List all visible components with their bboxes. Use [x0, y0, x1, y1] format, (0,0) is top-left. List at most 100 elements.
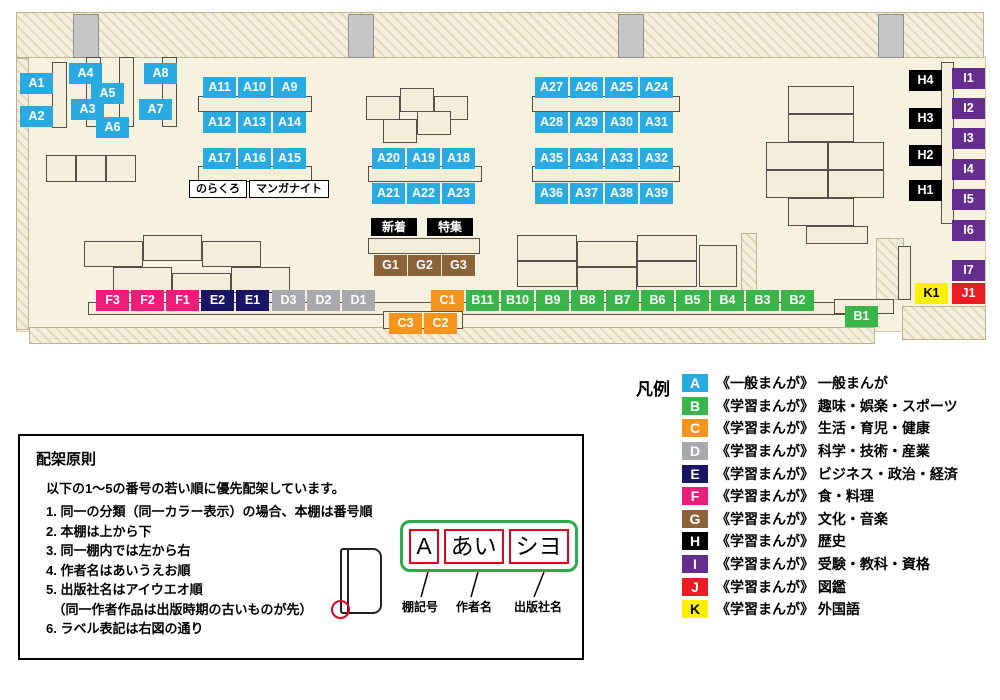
shelf-rect	[400, 88, 434, 112]
shelf-badge-a36: A36	[535, 183, 568, 204]
shelf-badge-i5: I5	[952, 189, 985, 210]
shelf-rect	[113, 267, 172, 293]
shelf-badge-a17: A17	[203, 148, 236, 169]
shelf-badge-i6: I6	[952, 220, 985, 241]
shelf-badge-j1: J1	[952, 283, 985, 304]
shelf-rect	[517, 261, 577, 287]
shelf-badge-b1: B1	[845, 306, 878, 327]
shelf-rect	[788, 86, 854, 114]
shelf-rect	[198, 96, 312, 112]
shelf-badge-f1: F1	[166, 290, 199, 311]
shelf-badge-a37: A37	[570, 183, 603, 204]
principles-item: （同一作者作品は出版時期の古いものが先）	[46, 601, 313, 617]
shelf-badge-a35: A35	[535, 148, 568, 169]
shelf-badge-a12: A12	[203, 112, 236, 133]
shelf-badge-a7: A7	[139, 99, 172, 120]
wall-hatch	[902, 306, 986, 340]
principles-item: 1. 同一の分類（同一カラー表示）の場合、本棚は番号順	[46, 504, 373, 519]
label-caption: 棚記号	[402, 600, 439, 614]
shelf-badge-a10: A10	[238, 77, 271, 98]
legend-badge-e: E	[682, 464, 708, 483]
shelf-rect	[788, 114, 854, 142]
legend-badge-j: J	[682, 577, 708, 596]
label-position-circle-icon	[331, 600, 350, 619]
shelf-badge-a19: A19	[407, 148, 440, 169]
legend-row-i: I《学習まんが》 受験・教科・資格	[682, 553, 958, 576]
pillar	[348, 14, 374, 58]
shelf-rect	[828, 170, 884, 198]
leader-lines	[420, 572, 545, 598]
legend-row-g: G 《学習まんが》 文化・音楽	[682, 508, 958, 531]
shelf-badge-a20: A20	[372, 148, 405, 169]
shelf-badge-a32: A32	[640, 148, 673, 169]
legend-row-d: D 《学習まんが》 科学・技術・産業	[682, 440, 958, 463]
shelf-badge-b8: B8	[571, 290, 604, 311]
shelf-badge-h4: H4	[909, 70, 942, 91]
wall-hatch	[16, 58, 29, 330]
shelf-badge-b2: B2	[781, 290, 814, 311]
legend-label: 《学習まんが》 文化・音楽	[716, 510, 888, 527]
legend-row-e: E 《学習まんが》 ビジネス・政治・経済	[682, 462, 958, 485]
legend-label: 《学習まんが》 科学・技術・産業	[716, 443, 930, 460]
shelf-badge-a31: A31	[640, 112, 673, 133]
shelf-badge-d2: D2	[307, 290, 340, 311]
shelf-badge-a39: A39	[640, 183, 673, 204]
shelf-badge-k1: K1	[915, 283, 948, 304]
shelf-badge-a29: A29	[570, 112, 603, 133]
shelf-rect	[84, 241, 143, 267]
legend-label: 《学習まんが》 外国語	[716, 601, 860, 618]
pillar	[618, 14, 644, 58]
pillar	[73, 14, 99, 58]
shelf-badge-a4: A4	[69, 63, 102, 84]
principles-item: 2. 本棚は上から下	[46, 523, 152, 539]
shelf-badge-a9: A9	[273, 77, 306, 98]
shelf-badge-b3: B3	[746, 290, 779, 311]
legend-badge-f: F	[682, 487, 708, 506]
legend-badge-d: D	[682, 442, 708, 461]
legend-badge-b: B	[682, 396, 708, 415]
principles-item: 5. 出版社名はアイウエオ順	[46, 582, 203, 597]
principles-item: 6. ラベル表記は右図の通り	[46, 621, 204, 636]
shelf-badge-a23: A23	[442, 183, 475, 204]
shelf-rect	[699, 245, 737, 287]
shelf-badge-f3: F3	[96, 290, 129, 311]
shelf-badge-a16: A16	[238, 148, 271, 169]
shelf-badge-a28: A28	[535, 112, 568, 133]
legend-badge-k: K	[682, 600, 708, 619]
shelf-rect	[766, 170, 828, 198]
principles-intro: 以下の1～5の番号の若い順に優先配架しています。	[46, 481, 345, 496]
shelf-badge-i4: I4	[952, 159, 985, 180]
shelf-badge-a30: A30	[605, 112, 638, 133]
shelf-badge-a1: A1	[20, 73, 53, 94]
shelf-badge-i1: I1	[952, 68, 985, 89]
shelf-badge-i3: I3	[952, 128, 985, 149]
shelf-badge-i2: I2	[952, 98, 985, 119]
shelf-badge-c2: C2	[424, 313, 457, 334]
shelf-badge-h2: H2	[909, 145, 942, 166]
label-part: あい	[443, 528, 504, 564]
principles-item: 3. 同一棚内では左から右	[46, 543, 191, 558]
shelf-badge-a34: A34	[570, 148, 603, 169]
shelf-rect	[52, 62, 67, 128]
legend-badge-h: H	[682, 532, 708, 551]
shelf-badge-a2: A2	[20, 106, 53, 127]
legend-row-h: H《学習まんが》 歴史	[682, 530, 958, 553]
shelf-badge-c1: C1	[431, 290, 464, 311]
shelf-badge-d3: D3	[272, 290, 305, 311]
legend-badge-g: G	[682, 509, 708, 528]
shelf-badge-a25: A25	[605, 77, 638, 98]
label-caption: 作者名	[456, 600, 493, 614]
legend-row-f: F《学習まんが》 食・料理	[682, 485, 958, 508]
shelf-badge-a13: A13	[238, 112, 271, 133]
shelf-badge-b4: B4	[711, 290, 744, 311]
shelf-badge-a22: A22	[407, 183, 440, 204]
shelf-rect	[766, 142, 828, 170]
shelf-badge-a14: A14	[273, 112, 306, 133]
legend-row-j: J《学習まんが》 図鑑	[682, 575, 958, 598]
legend-label: 《学習まんが》 ビジネス・政治・経済	[716, 465, 958, 482]
shelf-rect	[788, 198, 854, 226]
shelf-rect	[46, 155, 76, 182]
shelf-badge-i7: I7	[952, 260, 985, 281]
shelf-badge-a3: A3	[71, 99, 104, 120]
